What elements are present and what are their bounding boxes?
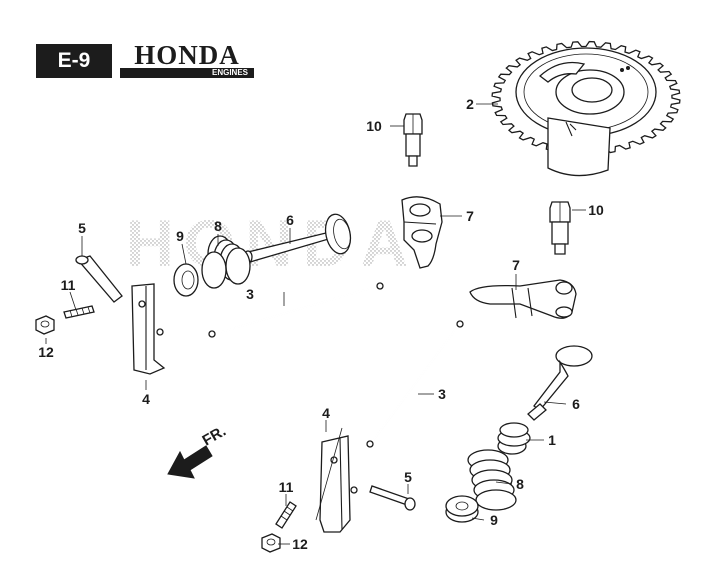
bracket-upper xyxy=(131,283,166,375)
brand-bar xyxy=(120,68,254,78)
callout-5-upper-pin: 5 xyxy=(78,220,86,236)
watermark-text: HONDA xyxy=(126,206,418,280)
lock-nut-upper xyxy=(35,315,55,335)
callout-7-upper-rocker-arm: 7 xyxy=(466,208,474,224)
callout-11-lower-stud: 11 xyxy=(279,479,294,495)
callout-6-lower-valve: 6 xyxy=(572,396,580,412)
brand-name: HONDA xyxy=(134,40,240,70)
callout-5-lower-pin: 5 xyxy=(404,469,412,485)
push-rod-lower xyxy=(366,320,464,448)
camshaft-gear xyxy=(491,40,681,177)
callout-10-lower-bolt: 10 xyxy=(588,202,604,218)
callout-9-upper-retainer: 9 xyxy=(176,228,184,244)
leader-lines xyxy=(45,103,586,545)
adjusting-stud-lower xyxy=(275,501,297,529)
pivot-pin-lower xyxy=(369,485,416,511)
callout-labels: 10 2 10 7 7 5 9 8 6 3 11 12 4 3 6 1 4 5 … xyxy=(38,96,604,552)
callout-9-lower-retainer: 9 xyxy=(490,512,498,528)
rocker-arm-upper xyxy=(401,196,443,269)
valve-stem-seal xyxy=(497,422,531,455)
rocker-arm-lower xyxy=(469,279,577,319)
callout-12-lower-nut: 12 xyxy=(292,536,308,552)
callout-3-upper-push-rod: 3 xyxy=(246,286,254,302)
callout-8-lower-spring: 8 xyxy=(516,476,524,492)
front-direction-arrow: FR. xyxy=(167,423,229,479)
valve-spring-upper xyxy=(201,235,251,289)
honda-engines-logo: HONDA ENGINES xyxy=(120,42,254,80)
lock-nut-lower xyxy=(261,533,281,553)
callout-4-lower-bracket: 4 xyxy=(322,405,330,421)
callout-6-upper-valve: 6 xyxy=(286,212,294,228)
adjusting-stud-upper xyxy=(63,305,95,319)
valve-upper xyxy=(243,213,352,264)
brand-subtitle: ENGINES xyxy=(211,68,248,77)
section-code-badge: E-9 xyxy=(36,44,112,78)
pivot-pin-upper xyxy=(75,255,123,303)
callout-1-stem-seal: 1 xyxy=(548,432,556,448)
callout-11-upper-stud: 11 xyxy=(61,277,76,293)
bracket-lower xyxy=(319,435,358,533)
valve-lower xyxy=(527,345,593,421)
callout-4-upper-bracket: 4 xyxy=(142,391,150,407)
callout-10-upper-bolt: 10 xyxy=(366,118,382,134)
callout-3-lower-push-rod: 3 xyxy=(438,386,446,402)
callout-2-camshaft-gear: 2 xyxy=(466,96,474,112)
bolt-upper xyxy=(403,113,423,167)
callout-7-lower-rocker-arm: 7 xyxy=(512,257,520,273)
callout-12-upper-nut: 12 xyxy=(38,344,54,360)
bolt-lower xyxy=(549,201,571,255)
callout-8-upper-spring: 8 xyxy=(214,218,222,234)
push-rod-upper xyxy=(208,282,384,338)
spring-retainer-upper xyxy=(173,263,199,297)
spring-retainer-lower xyxy=(445,495,479,523)
valve-spring-lower xyxy=(467,449,517,511)
front-direction-label: FR. xyxy=(200,423,229,450)
